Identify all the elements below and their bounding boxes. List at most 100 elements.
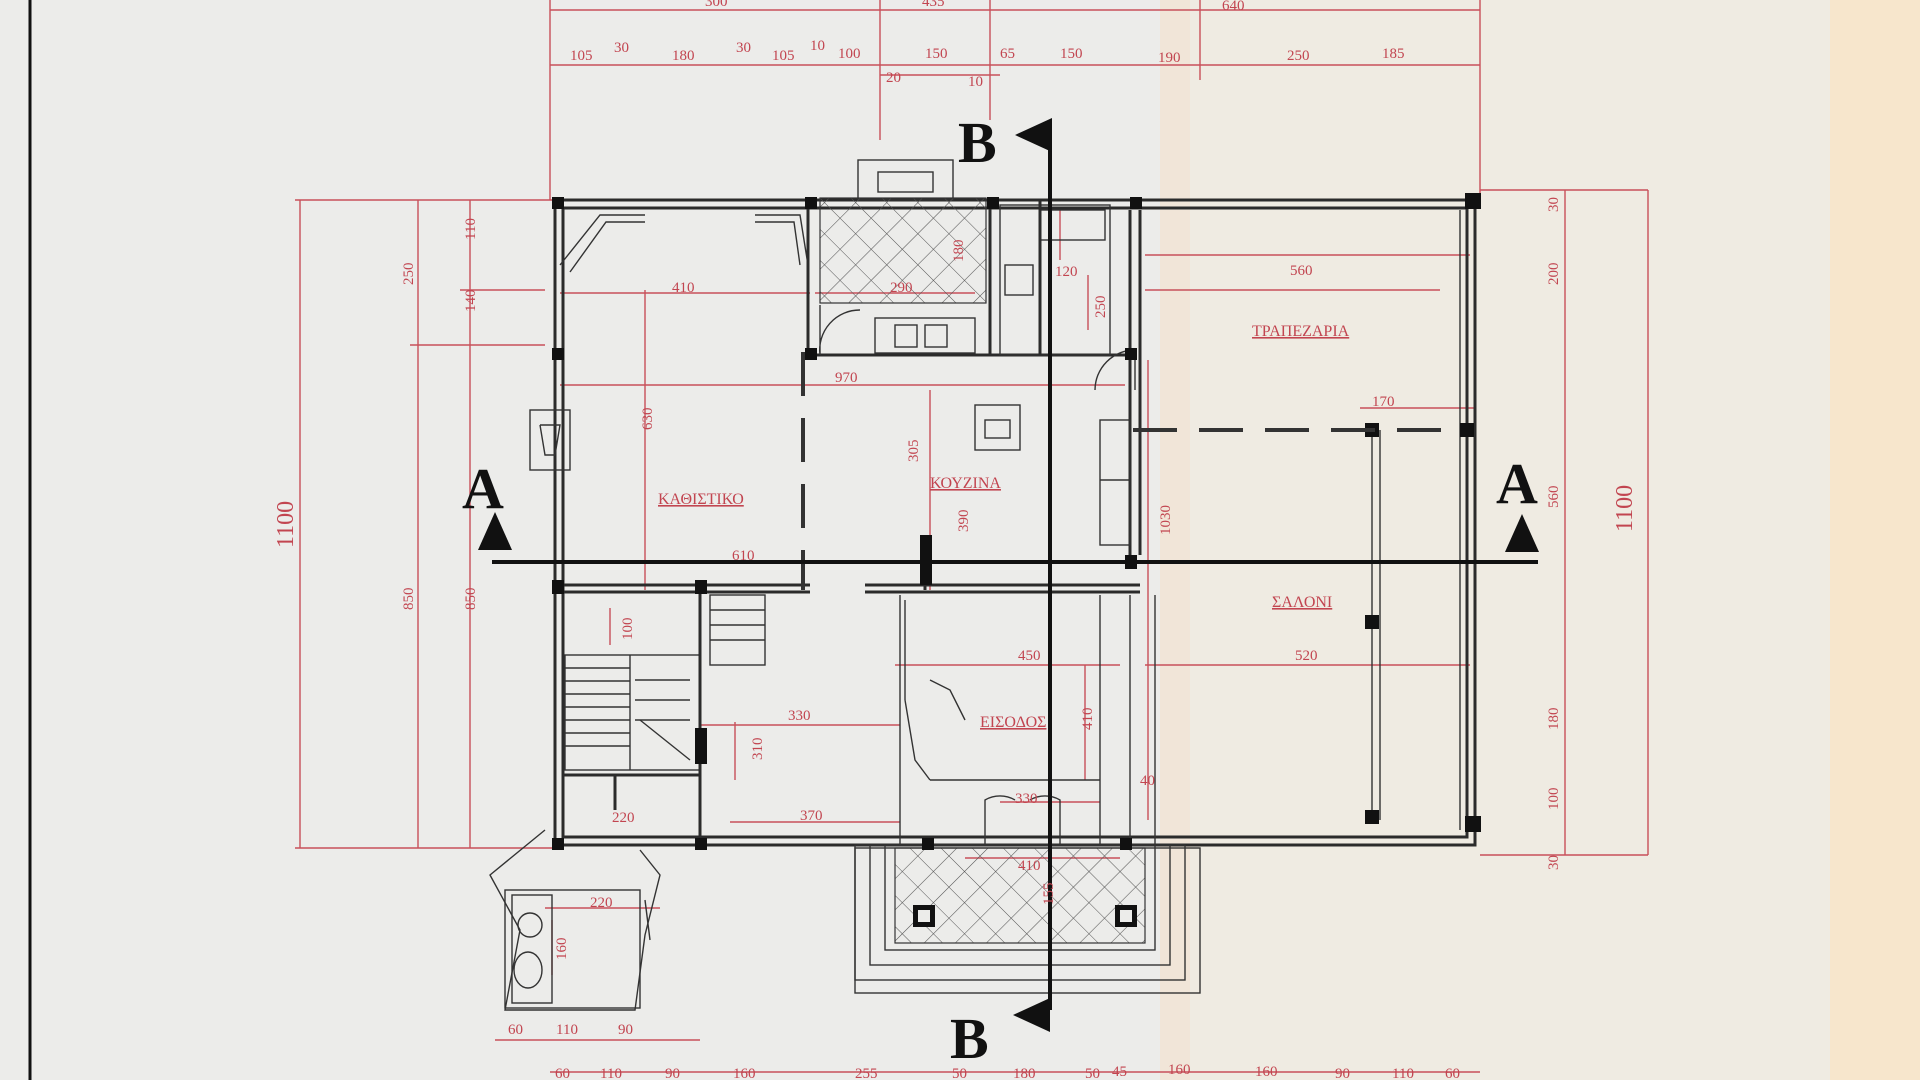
right-dimension-labels: 1100 30 200 560 180 100 30	[1546, 197, 1638, 870]
svg-text:60: 60	[555, 1066, 570, 1080]
svg-text:220: 220	[590, 895, 613, 911]
svg-text:190: 190	[1158, 50, 1181, 66]
room-label-living: ΚΑΘΙΣΤΙΚΟ	[658, 491, 744, 508]
svg-text:100: 100	[1546, 788, 1562, 811]
svg-text:1100: 1100	[1612, 485, 1638, 532]
svg-text:65: 65	[1000, 46, 1015, 62]
svg-text:305: 305	[906, 440, 922, 463]
svg-text:630: 630	[640, 408, 656, 431]
svg-text:30: 30	[1546, 197, 1562, 212]
svg-text:220: 220	[612, 810, 635, 826]
section-marker-a-right: A	[1496, 451, 1539, 552]
svg-text:150: 150	[1060, 46, 1083, 62]
svg-text:160: 160	[1255, 1064, 1278, 1080]
svg-text:20: 20	[886, 70, 901, 86]
kitchen-tile-area	[819, 197, 987, 304]
svg-text:390: 390	[956, 510, 972, 533]
svg-text:250: 250	[401, 263, 417, 286]
svg-text:850: 850	[463, 588, 479, 611]
top-dimension-labels: 300 435 640 105 30 180 30 105 10 100 150…	[570, 0, 1405, 90]
section-marker-b-top: B	[958, 110, 1052, 175]
svg-text:110: 110	[556, 1022, 578, 1038]
svg-text:110: 110	[1392, 1066, 1414, 1080]
svg-text:120: 120	[1055, 264, 1078, 280]
svg-text:255: 255	[855, 1066, 878, 1080]
svg-text:185: 185	[1382, 46, 1405, 62]
svg-text:435: 435	[922, 0, 945, 10]
svg-text:1100: 1100	[273, 501, 299, 548]
section-label-b-bottom: B	[950, 1006, 989, 1071]
dimension-lines	[295, 0, 1649, 1073]
left-dimension-labels: 1100 250 850 110 140 850	[273, 218, 479, 610]
svg-text:850: 850	[401, 588, 417, 611]
svg-text:30: 30	[736, 40, 751, 56]
room-label-entrance: ΕΙΣΟΔΟΣ	[980, 714, 1046, 731]
svg-text:100: 100	[838, 46, 861, 62]
svg-text:250: 250	[1093, 296, 1109, 319]
svg-text:160: 160	[554, 938, 570, 961]
svg-text:100: 100	[620, 618, 636, 641]
svg-text:60: 60	[1445, 1066, 1460, 1080]
room-label-dining: ΤΡΑΠΕΖΑΡΙΑ	[1252, 323, 1350, 340]
structural-columns	[552, 193, 1481, 850]
paper-sheet-right-highlight	[1190, 0, 1830, 1080]
svg-text:110: 110	[600, 1066, 622, 1080]
svg-text:640: 640	[1222, 0, 1245, 14]
svg-text:50: 50	[1085, 1066, 1100, 1080]
section-marker-a-left: A	[462, 456, 512, 550]
svg-text:520: 520	[1295, 648, 1318, 664]
section-marker-b-bottom: B	[950, 998, 1050, 1071]
section-lines	[492, 120, 1538, 1010]
svg-text:160: 160	[733, 1066, 756, 1080]
svg-text:180: 180	[1013, 1066, 1036, 1080]
svg-text:90: 90	[618, 1022, 633, 1038]
svg-text:105: 105	[570, 48, 593, 64]
svg-text:1030: 1030	[1158, 505, 1174, 535]
svg-text:180: 180	[672, 48, 695, 64]
svg-text:410: 410	[1080, 708, 1096, 731]
svg-text:170: 170	[1372, 394, 1395, 410]
svg-text:30: 30	[1546, 855, 1562, 870]
svg-text:155: 155	[1041, 883, 1057, 906]
svg-text:450: 450	[1018, 648, 1041, 664]
svg-text:150: 150	[925, 46, 948, 62]
svg-text:310: 310	[750, 738, 766, 761]
svg-text:290: 290	[890, 280, 913, 296]
svg-text:330: 330	[1015, 791, 1038, 807]
section-label-b-top: B	[958, 110, 997, 175]
svg-text:105: 105	[772, 48, 795, 64]
svg-text:610: 610	[732, 548, 755, 564]
svg-text:410: 410	[1018, 858, 1041, 874]
building-walls	[489, 159, 1477, 1011]
bottom-dimension-labels: 60 110 90 60 110 90 160 255 50 180 50 45…	[508, 1022, 1460, 1080]
svg-text:200: 200	[1546, 263, 1562, 286]
svg-text:410: 410	[672, 280, 695, 296]
svg-text:160: 160	[1168, 1062, 1191, 1078]
svg-text:10: 10	[810, 38, 825, 54]
svg-text:180: 180	[1546, 708, 1562, 731]
porch-tile-area	[894, 847, 1146, 944]
svg-text:300: 300	[705, 0, 728, 10]
svg-text:90: 90	[665, 1066, 680, 1080]
svg-text:140: 140	[463, 290, 479, 313]
svg-text:45: 45	[1112, 1064, 1127, 1080]
svg-text:330: 330	[788, 708, 811, 724]
svg-text:30: 30	[614, 40, 629, 56]
section-label-a-left: A	[462, 456, 504, 521]
svg-text:560: 560	[1290, 263, 1313, 279]
svg-text:50: 50	[952, 1066, 967, 1080]
svg-text:180: 180	[951, 240, 967, 263]
svg-text:110: 110	[463, 218, 479, 240]
svg-text:10: 10	[968, 74, 983, 90]
svg-text:370: 370	[800, 808, 823, 824]
svg-text:560: 560	[1546, 486, 1562, 509]
room-label-kitchen: ΚΟΥΖΙΝΑ	[930, 475, 1001, 492]
interior-dimension-labels: 410 290 180 120 250 970 630 305 390 610 …	[554, 240, 1395, 961]
svg-text:60: 60	[508, 1022, 523, 1038]
svg-text:90: 90	[1335, 1066, 1350, 1080]
section-label-a-right: A	[1496, 451, 1538, 516]
svg-text:970: 970	[835, 370, 858, 386]
svg-text:40: 40	[1140, 773, 1155, 789]
room-label-lounge: ΣΑΛΟΝΙ	[1272, 594, 1332, 611]
